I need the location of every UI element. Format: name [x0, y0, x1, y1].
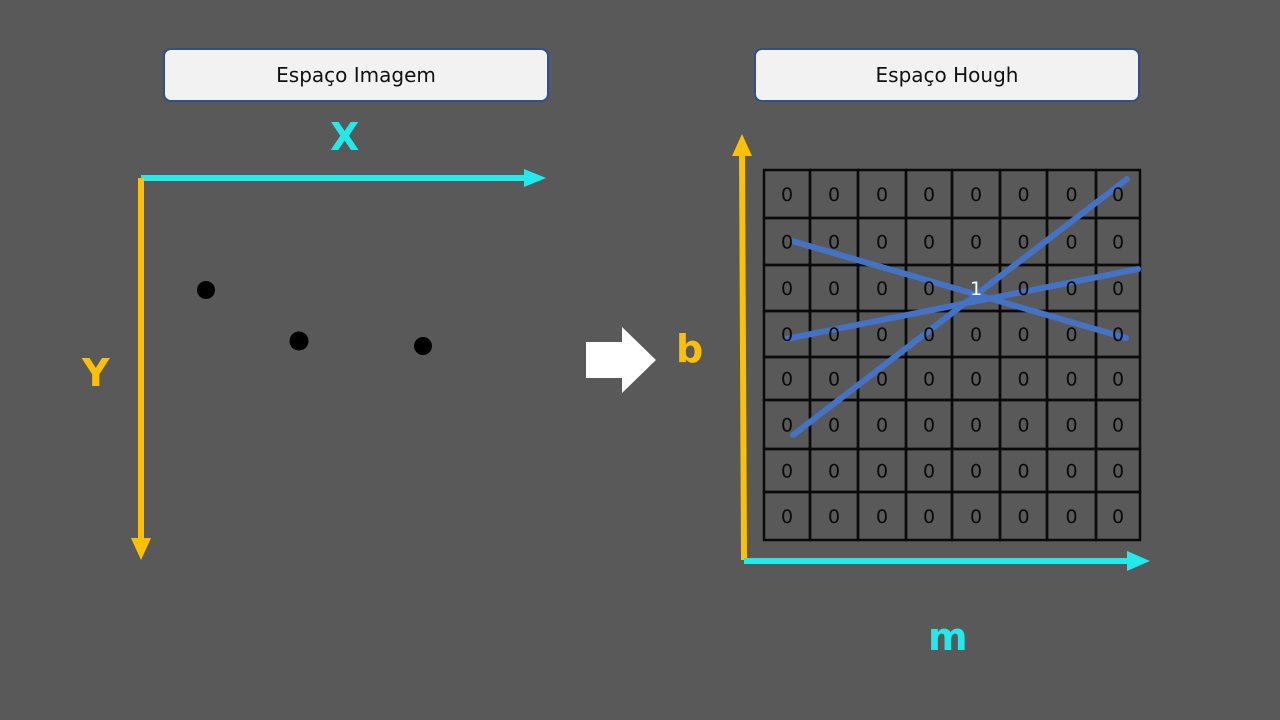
accumulator-value: 0 — [781, 506, 793, 528]
image-x-axis — [141, 169, 546, 187]
accumulator-value: 0 — [1065, 461, 1077, 483]
hough-space-title: Espaço Hough — [754, 48, 1140, 102]
accumulator-value: 0 — [1065, 506, 1077, 528]
accumulator-value: 0 — [1017, 415, 1029, 437]
accumulator-value: 0 — [828, 232, 840, 254]
hough-line-3 — [790, 176, 1130, 438]
hough-lines — [783, 176, 1141, 438]
hough-m-axis-label: m — [928, 615, 968, 659]
accumulator-value: 0 — [781, 232, 793, 254]
transform-arrow-icon — [586, 327, 656, 393]
accumulator-value: 1 — [970, 278, 982, 300]
accumulator-value: 0 — [1065, 324, 1077, 346]
accumulator-value: 0 — [1017, 184, 1029, 206]
accumulator-value: 0 — [876, 184, 888, 206]
accumulator-value: 0 — [828, 461, 840, 483]
accumulator-value: 0 — [828, 184, 840, 206]
accumulator-value: 0 — [1065, 278, 1077, 300]
accumulator-grid — [762, 168, 1142, 542]
accumulator-value: 0 — [828, 415, 840, 437]
accumulator-value: 0 — [1112, 184, 1124, 206]
image-point-3 — [414, 337, 432, 355]
accumulator-value: 0 — [876, 461, 888, 483]
accumulator-value: 0 — [1017, 506, 1029, 528]
accumulator-value: 0 — [1112, 369, 1124, 391]
accumulator-value: 0 — [1065, 415, 1077, 437]
image-space-title: Espaço Imagem — [163, 48, 549, 102]
accumulator-value: 0 — [828, 369, 840, 391]
accumulator-value: 0 — [1065, 232, 1077, 254]
hough-m-axis — [744, 551, 1150, 571]
accumulator-value: 0 — [923, 184, 935, 206]
image-point-2 — [289, 331, 309, 351]
accumulator-value: 0 — [970, 324, 982, 346]
accumulator-value: 0 — [876, 369, 888, 391]
accumulator-value: 0 — [1017, 232, 1029, 254]
accumulator-value: 0 — [923, 415, 935, 437]
accumulator-value: 0 — [876, 415, 888, 437]
hough-line-1 — [789, 238, 1129, 341]
accumulator-value: 0 — [1065, 369, 1077, 391]
accumulator-values: 0 0 0 0 0 0 0 0 0 0 0 0 0 0 0 0 0 0 0 0 1 0 0 0 0 0 0 0 0 0 0 0 0 0 0 0 0 0 0 0… — [781, 184, 1124, 528]
accumulator-value: 0 — [970, 369, 982, 391]
accumulator-value: 0 — [1017, 369, 1029, 391]
accumulator-value: 0 — [923, 461, 935, 483]
accumulator-value: 0 — [781, 461, 793, 483]
accumulator-value: 0 — [781, 184, 793, 206]
accumulator-value: 0 — [876, 324, 888, 346]
accumulator-value: 0 — [970, 184, 982, 206]
accumulator-value: 0 — [1112, 415, 1124, 437]
accumulator-value: 0 — [1112, 232, 1124, 254]
accumulator-value: 0 — [1017, 278, 1029, 300]
accumulator-value: 0 — [781, 278, 793, 300]
accumulator-value: 0 — [828, 506, 840, 528]
accumulator-value: 0 — [828, 324, 840, 346]
accumulator-value: 0 — [923, 506, 935, 528]
accumulator-value: 0 — [923, 324, 935, 346]
accumulator-value: 0 — [781, 369, 793, 391]
accumulator-value: 0 — [1112, 324, 1124, 346]
accumulator-value: 0 — [781, 415, 793, 437]
accumulator-value: 0 — [1017, 461, 1029, 483]
hough-b-axis — [732, 134, 752, 561]
accumulator-value: 0 — [923, 232, 935, 254]
accumulator-value: 0 — [828, 278, 840, 300]
accumulator-value: 0 — [876, 506, 888, 528]
accumulator-value: 0 — [923, 369, 935, 391]
accumulator-value: 0 — [1112, 278, 1124, 300]
accumulator-value: 0 — [1112, 461, 1124, 483]
accumulator-cell — [1094, 490, 1142, 542]
accumulator-value: 0 — [970, 461, 982, 483]
image-y-axis-label: Y — [82, 351, 110, 395]
accumulator-value: 0 — [876, 278, 888, 300]
accumulator-value: 0 — [923, 278, 935, 300]
hough-b-axis-label: b — [676, 327, 704, 371]
accumulator-value: 0 — [876, 232, 888, 254]
accumulator-value: 0 — [970, 415, 982, 437]
image-point-1 — [197, 281, 215, 299]
accumulator-value: 0 — [1065, 184, 1077, 206]
image-y-axis — [131, 178, 151, 560]
image-x-axis-label: X — [330, 115, 360, 159]
accumulator-value: 0 — [1112, 506, 1124, 528]
accumulator-value: 0 — [970, 232, 982, 254]
accumulator-value: 0 — [970, 506, 982, 528]
accumulator-value: 0 — [1017, 324, 1029, 346]
accumulator-value: 0 — [781, 324, 793, 346]
